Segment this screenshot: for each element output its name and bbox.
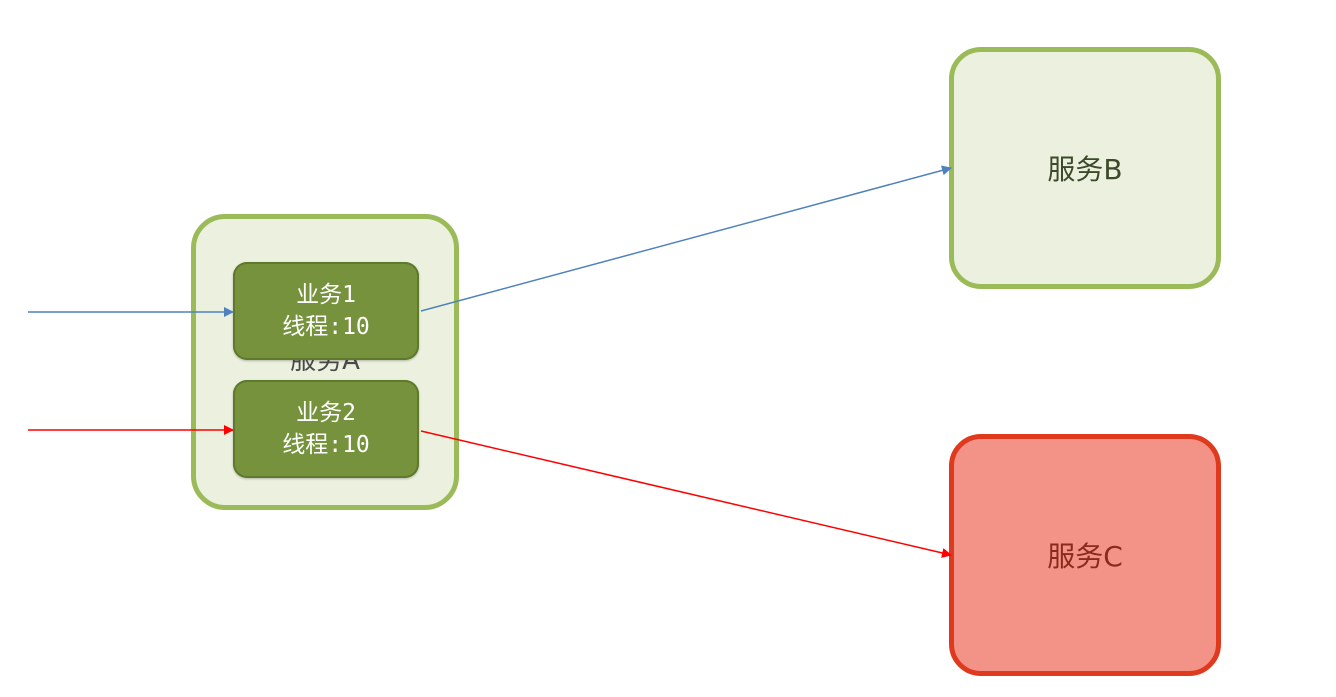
service-b-label: 服务B [1047,153,1123,186]
service-b-box: 服务B [949,47,1221,289]
task-1-name: 业务1 [296,282,356,308]
task-2-threads: 线程:10 [282,432,370,458]
task-1-threads: 线程:10 [282,314,370,340]
service-c-box: 服务C [949,434,1221,676]
task-1-box: 业务1 线程:10 [233,262,419,360]
service-c-label: 服务C [1047,540,1123,573]
arrow-task-2-to-service-c [420,430,952,558]
task-2-name: 业务2 [296,400,356,426]
arrow-task-1-to-service-b [420,165,952,312]
task-2-box: 业务2 线程:10 [233,380,419,478]
